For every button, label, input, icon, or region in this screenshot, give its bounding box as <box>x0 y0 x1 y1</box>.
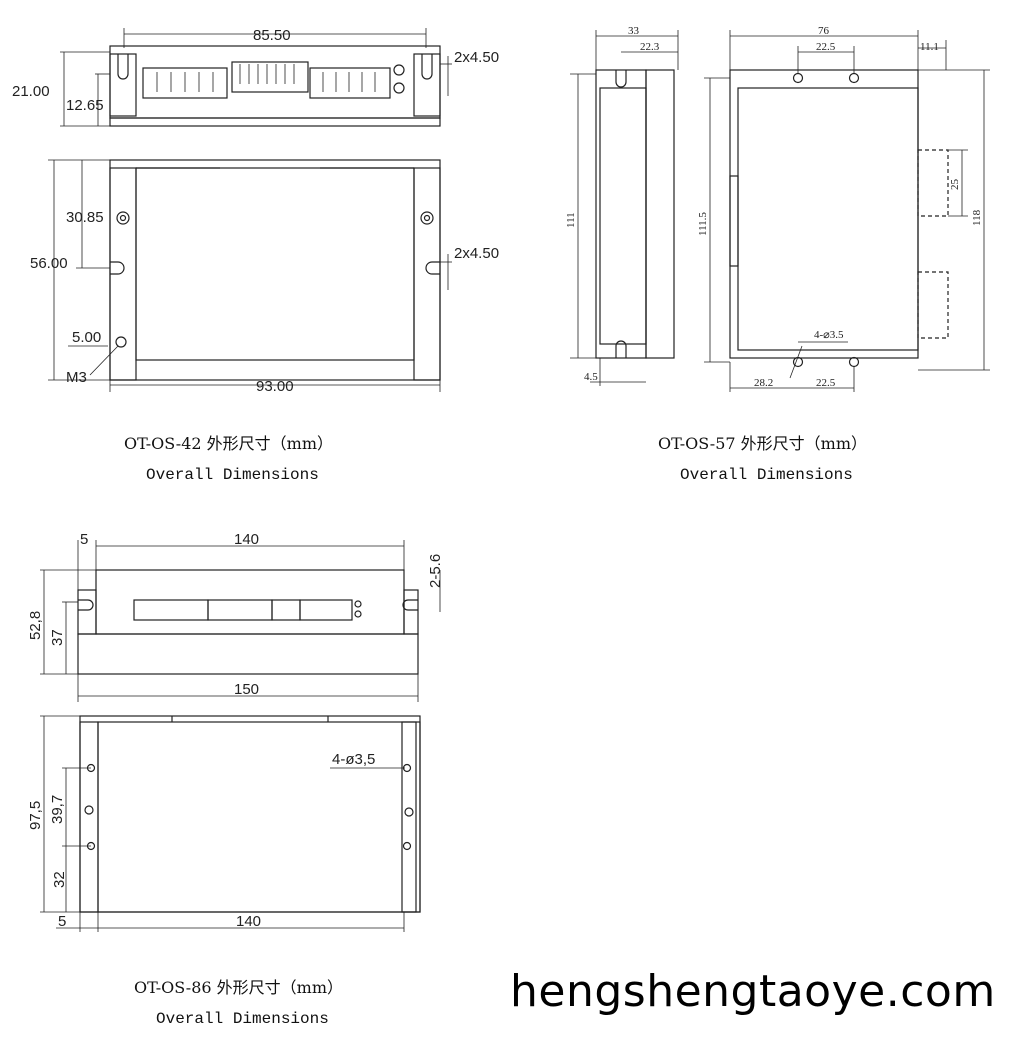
os42-connector-left <box>142 67 228 99</box>
os86-height-label: 52,8 <box>27 611 44 640</box>
os57-top-hole-spacing-label: 22.5 <box>816 41 836 53</box>
os86-top-view <box>40 540 441 702</box>
os57-front-panel <box>737 87 919 351</box>
os42-connector-right <box>309 67 391 99</box>
os42-height-label: 21.00 <box>12 83 50 100</box>
os42-hole-spacing-label: 30.85 <box>66 209 104 226</box>
os57-front-body <box>729 69 919 359</box>
os57-bottom-hole-spacing-label: 22.5 <box>816 377 836 389</box>
os57-caption-model: OT-OS-57 外形尺寸（mm） <box>658 434 867 453</box>
os42-inner-height-label: 12.65 <box>66 97 104 114</box>
os86-side-offset-label: 5 <box>58 913 66 930</box>
watermark-text: hengshengtaoye.com <box>510 966 996 1017</box>
os86-caption-model: OT-OS-86 外形尺寸（mm） <box>134 978 343 997</box>
os42-hole-offset-label: 5.00 <box>72 329 101 346</box>
os57-connector-label: 25 <box>949 179 961 191</box>
os42-top-slot-right <box>421 54 433 80</box>
os86-inner-height-label: 37 <box>49 629 66 646</box>
os57-inner-height-label: 111.5 <box>697 212 709 236</box>
os86-connector-3 <box>299 599 353 621</box>
os86-offset-label: 5 <box>80 531 88 548</box>
os86-slot-label: 2-5.6 <box>427 554 444 588</box>
os86-front-body <box>79 715 421 913</box>
os86-caption-en: Overall Dimensions <box>156 1010 329 1028</box>
os86-hole-spacing-label: 39,7 <box>49 795 66 824</box>
os86-caption: OT-OS-86 外形尺寸（mm） Overall Dimensions <box>134 974 343 1028</box>
os57-side-flange <box>645 69 675 359</box>
os42-dip-switch <box>231 61 309 93</box>
os42-top-slot-left <box>117 54 129 80</box>
os42-caption: OT-OS-42 外形尺寸（mm） Overall Dimensions <box>124 430 333 484</box>
os42-top-base <box>109 117 441 127</box>
os86-connector-1 <box>133 599 209 621</box>
os57-front-label <box>729 175 739 267</box>
os42-caption-model: OT-OS-42 外形尺寸（mm） <box>124 434 333 453</box>
os42-top-flange-left <box>109 53 137 117</box>
os42-front-view <box>48 159 452 392</box>
os42-top-view <box>60 28 452 127</box>
os86-front-view <box>40 715 421 932</box>
os86-bottom-offset-label: 32 <box>51 871 68 888</box>
os57-holes-label: 4-⌀3.5 <box>814 329 844 341</box>
os57-side-height-label: 111 <box>565 212 577 228</box>
os42-width-label: 85.50 <box>253 27 291 44</box>
os86-connector-2 <box>271 599 301 621</box>
os57-bottom-offset-label: 28.2 <box>754 377 773 389</box>
os86-dip-switch <box>207 599 273 621</box>
os86-top-base <box>77 633 419 675</box>
os57-side-inner <box>599 87 647 345</box>
os86-front-width-label: 140 <box>236 913 261 930</box>
os57-side-hole-offset-label: 4.5 <box>584 371 598 383</box>
os57-caption: OT-OS-57 外形尺寸（mm） Overall Dimensions <box>658 430 867 484</box>
os57-front-view <box>704 30 990 392</box>
os57-connector-lower <box>917 271 949 339</box>
os42-top-flange-right <box>413 53 441 117</box>
os86-holes-label: 4-ø3,5 <box>332 751 375 768</box>
os57-inner-depth-label: 22.3 <box>640 41 660 53</box>
os57-outer-height-label: 118 <box>971 209 983 226</box>
os86-top-body <box>95 569 405 635</box>
os57-caption-en: Overall Dimensions <box>680 466 853 484</box>
os86-front-height-label: 97,5 <box>27 801 44 830</box>
os57-depth-label: 33 <box>628 25 640 37</box>
os42-front-slot-label: 2x4.50 <box>454 245 499 262</box>
dimension-labels: 85.50 21.00 12.65 2x4.50 30.85 56.00 2x4… <box>12 25 983 930</box>
os42-top-slot-label: 2x4.50 <box>454 49 499 66</box>
os57-connector-upper <box>917 149 949 217</box>
os42-front-height-label: 56.00 <box>30 255 68 272</box>
os42-front-width-label: 93.00 <box>256 378 294 395</box>
os42-thread-label: M3 <box>66 369 87 386</box>
os42-front-panel <box>135 167 415 361</box>
os42-front-body <box>109 159 441 381</box>
os42-caption-en: Overall Dimensions <box>146 466 319 484</box>
os57-side-view <box>570 30 679 386</box>
os57-side-body <box>595 69 647 359</box>
os86-base-width-label: 150 <box>234 681 259 698</box>
os57-flange-label: 11.1 <box>920 41 939 53</box>
os57-width-label: 76 <box>818 25 830 37</box>
os86-top-width-label: 140 <box>234 531 259 548</box>
